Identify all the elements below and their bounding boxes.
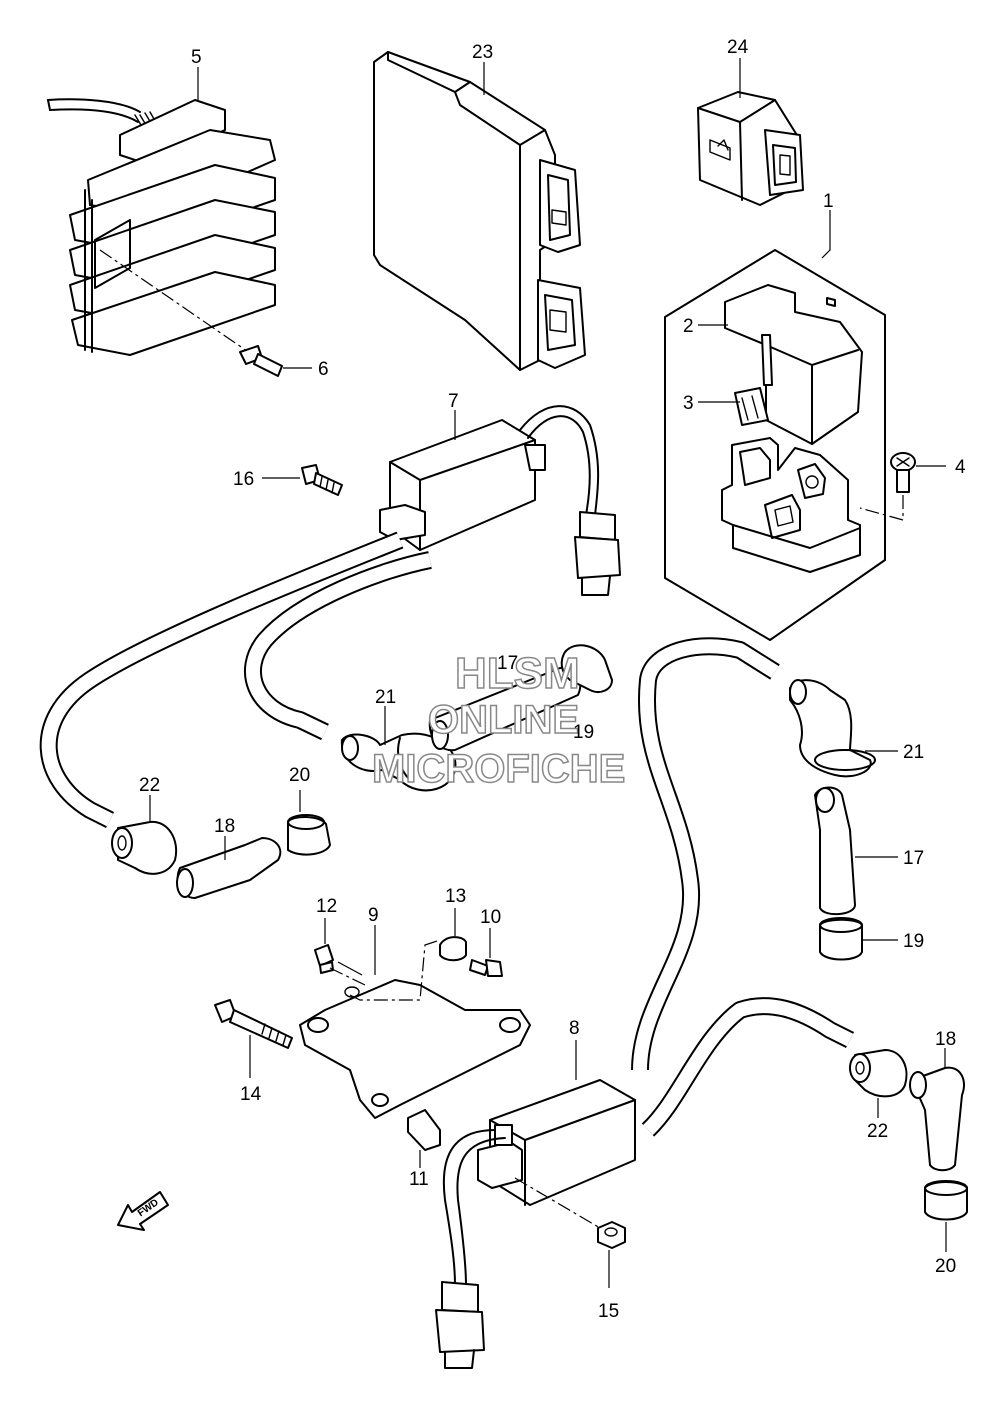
callout-20-left: 20 bbox=[289, 765, 310, 786]
callout-11: 11 bbox=[409, 1169, 429, 1190]
watermark-line-1: HLSM bbox=[455, 649, 580, 698]
connector-7-part bbox=[574, 511, 621, 596]
bolt-10-part bbox=[469, 928, 503, 977]
callout-23: 23 bbox=[472, 42, 493, 63]
callout-8: 8 bbox=[569, 1018, 580, 1039]
starter-relay-kit-frame bbox=[664, 249, 886, 641]
bracket-9-part bbox=[299, 939, 531, 1119]
bolt-12-part bbox=[314, 918, 366, 986]
plug-cap-22-left-part bbox=[111, 795, 178, 875]
callout-labels: 5 6 23 24 1 2 3 4 7 16 17 19 21 21 22 20… bbox=[139, 37, 966, 1322]
callout-1: 1 bbox=[823, 191, 834, 212]
plug-cap-21-right-part bbox=[789, 679, 898, 778]
plug-cap-18-right-part bbox=[909, 1048, 965, 1172]
cap-seal-19-upper-part bbox=[560, 644, 613, 693]
callout-16: 16 bbox=[233, 469, 254, 490]
collar-11-part bbox=[407, 1109, 441, 1168]
callout-17-upper: 17 bbox=[497, 653, 518, 674]
relay-connector-24-part bbox=[697, 91, 804, 206]
ecu-control-unit-part bbox=[373, 51, 586, 371]
relay-cover-2-part bbox=[724, 284, 863, 445]
fuse-3-part bbox=[734, 387, 769, 426]
callout-12: 12 bbox=[316, 896, 337, 917]
callout-4: 4 bbox=[955, 457, 966, 478]
bolt-6-part bbox=[239, 345, 312, 377]
callout-9: 9 bbox=[368, 905, 379, 926]
watermark-line-2: ONLINE bbox=[428, 698, 579, 742]
watermark-line-3: MICROFICHE bbox=[372, 747, 625, 791]
connector-8-part bbox=[435, 1281, 485, 1369]
callout-18-right: 18 bbox=[935, 1029, 956, 1050]
callout-19-right: 19 bbox=[903, 931, 924, 952]
nut-15-part bbox=[597, 1221, 626, 1288]
callout-20-right: 20 bbox=[935, 1256, 956, 1277]
callout-13: 13 bbox=[445, 886, 466, 907]
plug-cap-21-upper-part bbox=[340, 732, 457, 792]
callout-22-right: 22 bbox=[867, 1121, 888, 1142]
relay-body-part bbox=[721, 437, 861, 573]
callout-21-upper: 21 bbox=[375, 687, 396, 708]
regulator-rectifier-part bbox=[47, 98, 276, 361]
callout-10: 10 bbox=[480, 907, 501, 928]
callout-14: 14 bbox=[240, 1084, 262, 1105]
callout-18-left: 18 bbox=[214, 816, 235, 837]
cap-seal-20-left-part bbox=[287, 790, 331, 856]
callout-2: 2 bbox=[683, 316, 694, 337]
plug-cap-17-right-part bbox=[814, 786, 898, 916]
ignition-coil-7-part bbox=[379, 419, 546, 551]
bolt-14-part bbox=[214, 999, 293, 1078]
callout-21-right: 21 bbox=[903, 742, 924, 763]
callout-22-left: 22 bbox=[139, 775, 160, 796]
bolt-16-part bbox=[262, 464, 343, 496]
ignition-coil-8-part bbox=[477, 1079, 636, 1229]
callout-6: 6 bbox=[318, 359, 329, 380]
callout-24: 24 bbox=[727, 37, 749, 58]
callout-15: 15 bbox=[598, 1301, 619, 1322]
callout-5: 5 bbox=[191, 47, 202, 68]
cap-seal-19-right-part bbox=[819, 917, 898, 961]
collar-13-part bbox=[439, 908, 467, 962]
callout-3: 3 bbox=[683, 393, 694, 414]
screw-4-part bbox=[859, 452, 946, 521]
callout-17-right: 17 bbox=[903, 848, 924, 869]
plug-cap-18-left-part bbox=[176, 836, 282, 899]
plug-cap-22-right-part bbox=[849, 1049, 908, 1118]
forward-direction-marker: FWD bbox=[117, 1191, 169, 1231]
callout-7: 7 bbox=[448, 391, 459, 412]
callout-19-upper: 19 bbox=[573, 722, 594, 743]
cap-seal-20-right-part bbox=[924, 1180, 968, 1252]
watermark: HLSM ONLINE MICROFICHE bbox=[371, 648, 626, 792]
